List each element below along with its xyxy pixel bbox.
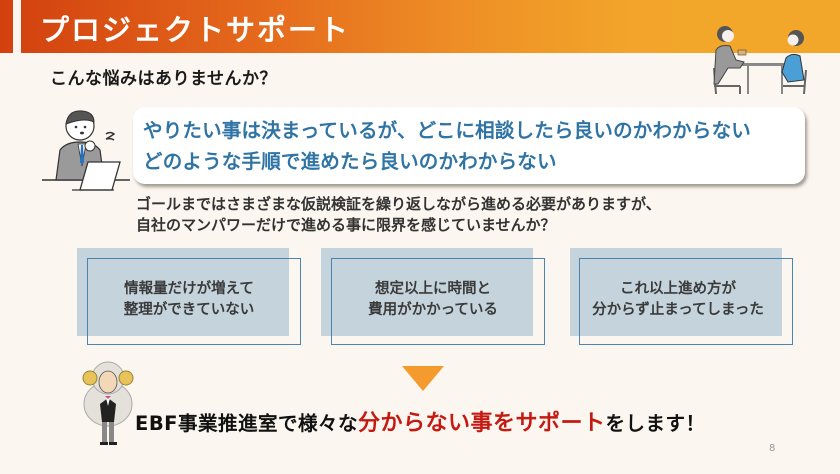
card-text: 情報量だけが増えて 整理ができていない [77,248,301,345]
concern-speech-bubble: やりたい事は決まっているが、どこに相談したら良いのかわからない どのような手順で… [133,107,805,184]
card-line: 費用がかかっている [368,301,498,318]
card-frame [579,258,793,345]
description-line-2: 自社のマンパワーだけで進める事に限界を感じていませんか？ [136,216,556,234]
card-frame [331,258,545,345]
problem-card-3: これ以上進め方が 分からず止まってしまった [560,248,793,345]
card-line: 分からず止まってしまった [592,301,764,318]
conclusion-suffix: をします！ [605,412,706,435]
card-line: 情報量だけが増えて [124,280,254,297]
sheep-mascot-illustration [82,361,134,445]
conclusion-highlight: 分からない事をサポート [358,411,606,436]
conclusion-message: EBF事業推進室で様々な分からない事をサポートをします！ [135,405,706,437]
description-line-1: ゴールまではさまざまな仮説検証を繰り返しながら進める必要がありますが、 [136,195,661,213]
card-text: これ以上進め方が 分からず止まってしまった [560,248,796,345]
card-line: 整理ができていない [123,301,255,318]
card-fill [77,248,289,336]
header-stripe [13,0,21,53]
concern-line-2: どのような手順で進めたら良いのかわからない [143,150,557,173]
concern-line-1: やりたい事は決まっているが、どこに相談したら良いのかわからない [143,119,751,142]
worried-businessman-illustration [42,110,130,191]
header-banner: プロジェクトサポート [0,0,840,53]
page-title: プロジェクトサポート [40,13,351,47]
page-number: 8 [769,443,776,454]
problem-card-2: 想定以上に時間と 費用がかかっている [321,248,551,345]
consultation-meeting-illustration [713,26,807,94]
card-fill [570,248,782,336]
card-fill [321,248,533,336]
subtitle: こんな悩みはありませんか？ [50,69,277,89]
problem-card-1: 情報量だけが増えて 整理ができていない [77,248,307,345]
card-line: これ以上進め方が [620,280,736,297]
card-text: 想定以上に時間と 費用がかかっている [321,248,545,345]
conclusion-prefix: EBF事業推進室で様々な [135,412,359,435]
card-frame [87,258,301,345]
card-line: 想定以上に時間と [375,280,491,297]
down-arrow-icon [402,366,444,391]
description: ゴールまではさまざまな仮説検証を繰り返しながら進める必要がありますが、 自社のマ… [136,194,661,236]
